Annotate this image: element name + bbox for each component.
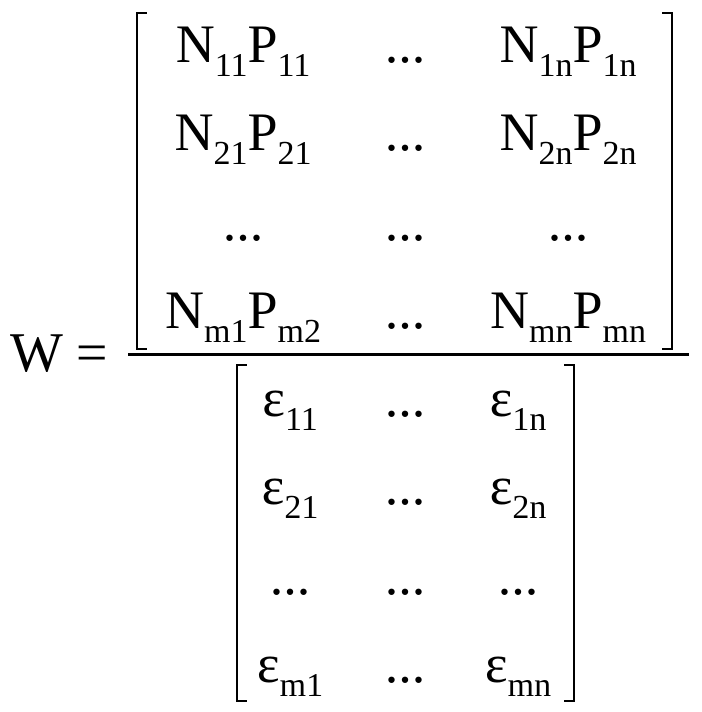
numerator-subscript: 21 xyxy=(277,135,312,172)
numerator-symbol: N xyxy=(499,14,539,74)
denominator-cell-r4-c2: ... xyxy=(385,634,426,694)
numerator-cell-r1-c2: ... xyxy=(385,14,426,74)
denominator-symbol: ε xyxy=(256,634,280,694)
denominator-cell-r3-c2: ... xyxy=(385,546,426,606)
numerator-symbol: P xyxy=(247,102,278,162)
denominator-symbol: ... xyxy=(269,546,311,606)
numerator-symbol: N xyxy=(499,102,539,162)
numerator-cell-r4-c3: NmnPmn xyxy=(490,280,646,349)
numerator-subscript: 2n xyxy=(602,135,637,172)
denominator-cell-r3-c1: ... xyxy=(270,546,311,606)
numerator-symbol: ... xyxy=(547,192,589,252)
numerator-subscript: 11 xyxy=(277,47,311,84)
denominator-cell-r4-c3: εmn xyxy=(484,634,551,703)
numerator-cell-r3-c2: ... xyxy=(385,192,426,252)
denominator-left-bracket xyxy=(236,364,247,702)
numerator-symbol: N xyxy=(174,102,214,162)
denominator-right-bracket xyxy=(564,364,575,702)
numerator-symbol: P xyxy=(572,280,603,340)
denominator-cell-r1-c1: ε11 xyxy=(262,368,317,437)
fraction-bar xyxy=(128,353,689,356)
denominator-cell-r2-c2: ... xyxy=(385,456,426,516)
formula-lhs: W = xyxy=(10,322,108,384)
numerator-cell-r2-c1: N21P21 xyxy=(174,102,311,171)
numerator-symbol: P xyxy=(247,14,278,74)
numerator-symbol: N xyxy=(490,280,530,340)
numerator-subscript: 11 xyxy=(214,47,248,84)
denominator-cell-r1-c2: ... xyxy=(385,368,426,428)
numerator-cell-r2-c2: ... xyxy=(385,102,426,162)
denominator-symbol: ε xyxy=(261,456,285,516)
numerator-cell-r1-c3: N1nP1n xyxy=(499,14,636,83)
numerator-cell-r4-c1: Nm1Pm2 xyxy=(165,280,321,349)
numerator-symbol: ... xyxy=(384,280,426,340)
numerator-cell-r3-c1: ... xyxy=(223,192,264,252)
numerator-subscript: mn xyxy=(529,313,573,350)
denominator-cell-r1-c3: ε1n xyxy=(489,368,547,437)
denominator-subscript: m1 xyxy=(279,667,324,704)
numerator-subscript: 2n xyxy=(538,135,573,172)
denominator-subscript: 21 xyxy=(284,489,319,526)
numerator-symbol: ... xyxy=(384,14,426,74)
numerator-subscript: 1n xyxy=(538,47,573,84)
denominator-symbol: ... xyxy=(384,368,426,428)
denominator-subscript: mn xyxy=(507,667,552,704)
denominator-symbol: ... xyxy=(384,634,426,694)
denominator-subscript: 11 xyxy=(284,401,318,438)
denominator-subscript: 1n xyxy=(512,401,547,438)
denominator-cell-r2-c1: ε21 xyxy=(261,456,319,525)
numerator-cell-r3-c3: ... xyxy=(548,192,589,252)
numerator-symbol: P xyxy=(572,14,603,74)
numerator-cell-r1-c1: N11P11 xyxy=(175,14,311,83)
denominator-cell-r4-c1: εm1 xyxy=(256,634,323,703)
numerator-symbol: P xyxy=(572,102,603,162)
denominator-symbol: ε xyxy=(484,634,508,694)
numerator-symbol: ... xyxy=(222,192,264,252)
denominator-symbol: ... xyxy=(497,546,539,606)
denominator-symbol: ... xyxy=(384,546,426,606)
numerator-subscript: m2 xyxy=(277,313,321,350)
denominator-symbol: ε xyxy=(262,368,285,428)
numerator-subscript: 1n xyxy=(602,47,637,84)
numerator-symbol: N xyxy=(175,14,215,74)
numerator-subscript: 21 xyxy=(213,135,248,172)
numerator-symbol: N xyxy=(165,280,205,340)
numerator-right-bracket xyxy=(662,12,673,350)
denominator-cell-r2-c3: ε2n xyxy=(489,456,547,525)
numerator-cell-r4-c2: ... xyxy=(385,280,426,340)
numerator-left-bracket xyxy=(136,12,147,350)
denominator-symbol: ε xyxy=(489,456,513,516)
numerator-subscript: m1 xyxy=(204,313,248,350)
numerator-subscript: mn xyxy=(602,313,646,350)
numerator-symbol: P xyxy=(247,280,278,340)
denominator-symbol: ... xyxy=(384,456,426,516)
denominator-cell-r3-c3: ... xyxy=(498,546,539,606)
numerator-symbol: ... xyxy=(384,192,426,252)
numerator-symbol: ... xyxy=(384,102,426,162)
denominator-symbol: ε xyxy=(489,368,513,428)
denominator-subscript: 2n xyxy=(512,489,547,526)
numerator-cell-r2-c3: N2nP2n xyxy=(499,102,636,171)
